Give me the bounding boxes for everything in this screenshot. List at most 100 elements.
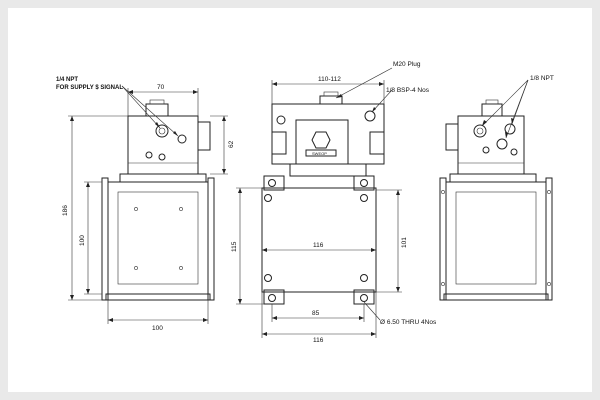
- right-base-plate: [443, 293, 549, 301]
- front-top-plug-cap: [323, 91, 339, 97]
- left-bracket-box: [107, 181, 209, 295]
- dim-arrow: [222, 116, 226, 121]
- right-neck: [449, 173, 537, 183]
- right-port-medium: [504, 123, 516, 135]
- front-mount-hole: [268, 294, 276, 302]
- dim-arrow: [70, 116, 74, 121]
- right-port-small-a: [482, 146, 490, 154]
- dim-arrow: [262, 332, 267, 336]
- right-flange-right: [545, 177, 553, 301]
- right-bolt-hole: [441, 282, 445, 286]
- left-bolt-hole: [134, 207, 138, 211]
- right-actuator-head: [457, 115, 525, 175]
- front-dim-outer-height-label: 115: [231, 241, 238, 252]
- front-mount-hole: [360, 179, 368, 187]
- dim-arrow: [371, 332, 376, 336]
- dim-arrow: [86, 182, 90, 187]
- front-corner-hole: [264, 194, 272, 202]
- right-port-medium-b: [496, 138, 508, 150]
- left-neck: [119, 173, 207, 183]
- front-mounting-plate: [261, 187, 377, 293]
- dim-arrow: [86, 289, 90, 294]
- right-bolt-hole: [441, 190, 445, 194]
- front-leader-plug: [335, 67, 393, 99]
- front-dim-inner-height-label: 101: [401, 237, 408, 248]
- left-bolt-hole: [179, 207, 183, 211]
- front-dim-bottom-label: 116: [313, 337, 324, 344]
- left-flange-left: [101, 177, 109, 301]
- left-dim-bottom-label: 100: [152, 325, 163, 332]
- right-bolt-hole: [547, 282, 551, 286]
- right-bracket-box: [445, 181, 547, 295]
- left-callout-npt: 1/4 NPT: [56, 77, 78, 83]
- dim-arrow: [193, 90, 198, 94]
- left-bracket-inner: [117, 191, 199, 285]
- front-badge: [305, 149, 337, 157]
- right-view: 1/8 NPT: [439, 75, 554, 301]
- right-bolt-hole: [547, 190, 551, 194]
- right-top-fitting-cap: [485, 99, 499, 105]
- leader-arrow: [482, 120, 487, 126]
- front-callout-holes: Ø 6.50 THRU 4Nos: [380, 319, 437, 326]
- front-dim-top-label: 110-112: [318, 76, 341, 83]
- left-leader-arrow: [173, 131, 178, 136]
- right-port-small-b: [510, 148, 518, 156]
- front-side-port-left: [271, 131, 287, 155]
- dim-arrow: [70, 295, 74, 300]
- left-dim-body-label: 100: [79, 235, 86, 246]
- front-mount-hole: [268, 179, 276, 187]
- front-badge-text: SWEOP: [312, 151, 327, 156]
- right-callout-npt: 1/8 NPT: [530, 75, 554, 82]
- left-dim-total-label: 186: [62, 205, 69, 216]
- right-side-port-block: [445, 123, 459, 151]
- left-flange-right: [207, 177, 215, 301]
- left-leader-line: [121, 85, 161, 129]
- dim-arrow: [396, 190, 400, 195]
- left-dim-top-label: 70: [157, 84, 165, 91]
- dim-arrow: [396, 287, 400, 292]
- front-port-left: [276, 115, 286, 125]
- right-top-fitting: [481, 103, 503, 117]
- front-corner-hole: [360, 194, 368, 202]
- dim-arrow: [272, 316, 277, 320]
- left-base-plate: [105, 293, 211, 301]
- left-leader-line: [121, 85, 179, 137]
- front-tab-top-left: [263, 175, 285, 191]
- front-cover-plate: [295, 119, 349, 165]
- left-view: 1/4 NPT FOR SUPPLY $ SIGNAL 70 186 100 6…: [56, 77, 235, 332]
- front-corner-hole: [360, 274, 368, 282]
- left-port-small-a: [145, 151, 153, 159]
- right-port-large: [473, 124, 487, 138]
- right-bracket-inner: [455, 191, 537, 285]
- leader-arrow: [505, 132, 508, 138]
- left-leader-arrow: [155, 122, 160, 128]
- dim-arrow: [222, 169, 226, 174]
- front-center-nut: [311, 131, 331, 149]
- front-port-right: [364, 110, 376, 122]
- front-actuator-head: [271, 103, 385, 165]
- front-mount-hole: [360, 294, 368, 302]
- front-leader-bsp: [371, 89, 393, 113]
- leader-arrow: [511, 118, 514, 124]
- left-port-medium: [177, 134, 187, 144]
- dim-arrow: [262, 248, 267, 252]
- right-leader-line: [481, 79, 529, 127]
- dim-arrow: [238, 299, 242, 304]
- dim-arrow: [371, 248, 376, 252]
- front-tab-bottom-left: [263, 289, 285, 305]
- left-bolt-hole: [134, 266, 138, 270]
- left-port-large-inner: [158, 127, 166, 135]
- front-leader-holes: [363, 301, 381, 321]
- left-callout-supply: FOR SUPPLY $ SIGNAL: [56, 85, 123, 91]
- dim-arrow: [203, 318, 208, 322]
- dim-arrow: [359, 316, 364, 320]
- front-neck: [289, 163, 367, 177]
- left-port-large: [155, 124, 169, 138]
- left-dim-head-label: 62: [228, 140, 235, 148]
- left-bolt-hole: [179, 266, 183, 270]
- right-port-large-inner: [476, 127, 484, 135]
- dim-arrow: [238, 188, 242, 193]
- dim-arrow: [128, 90, 133, 94]
- left-side-port-block: [197, 121, 211, 151]
